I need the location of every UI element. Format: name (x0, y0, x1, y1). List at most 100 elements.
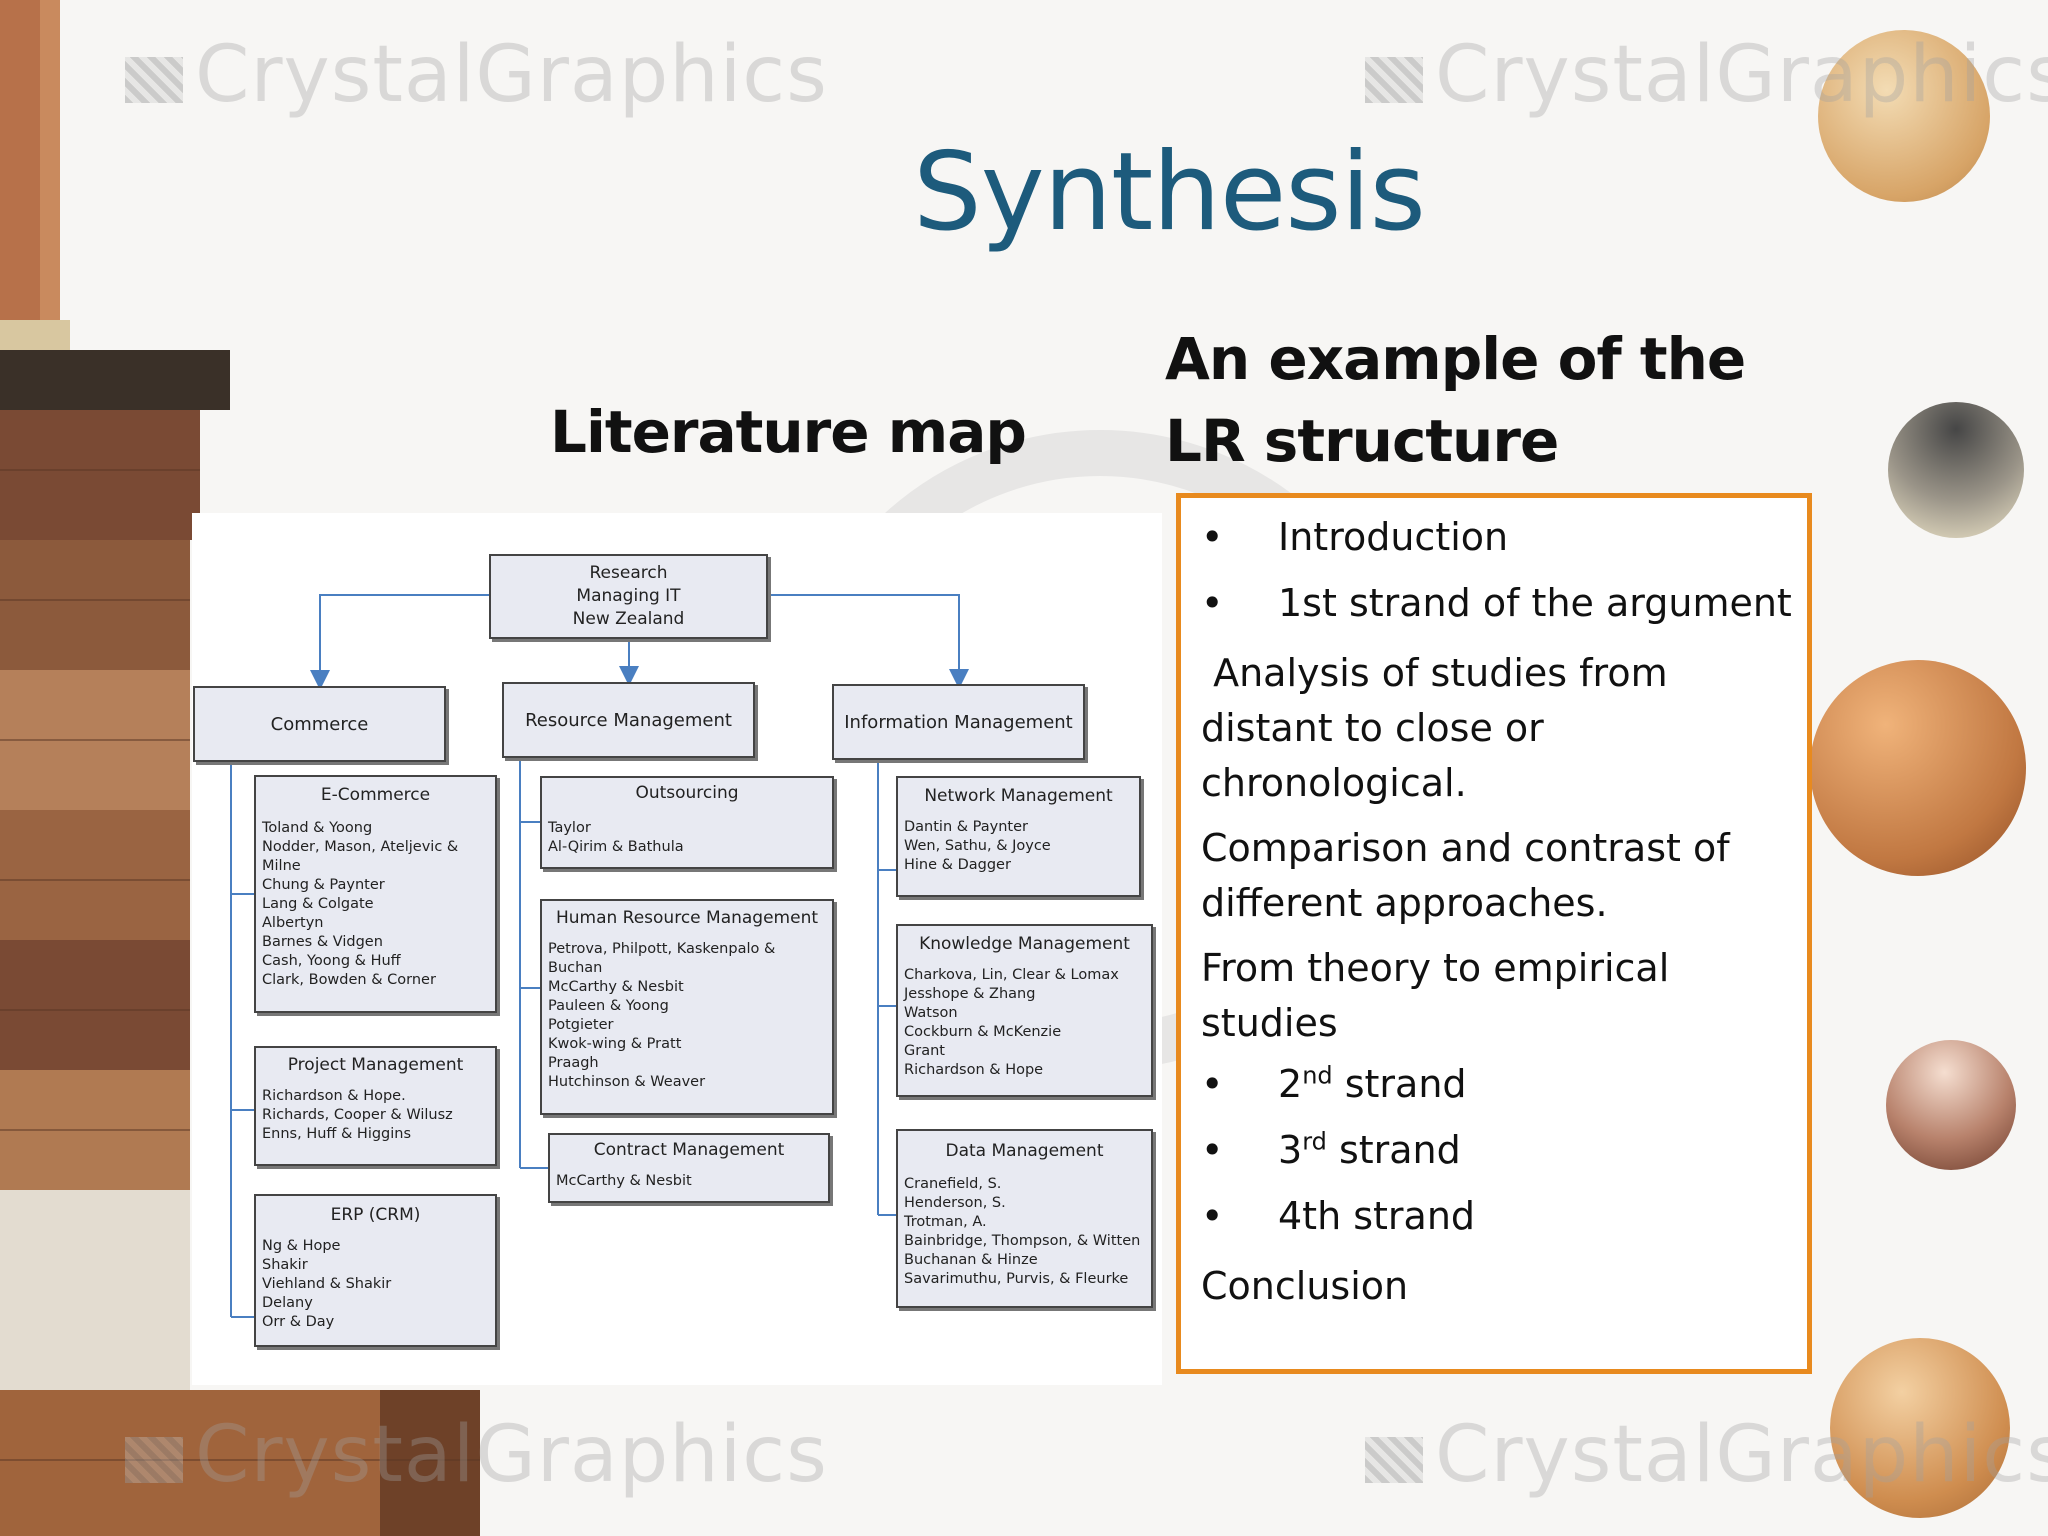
list-item: Ng & Hope (262, 1238, 341, 1254)
lr-structure-heading: An example of the LR structure (1165, 325, 1746, 475)
lr-item-label: 3rd strand (1278, 1127, 1461, 1173)
ecommerce-title: E-Commerce (320, 785, 431, 805)
data-management-title: Data Management (945, 1141, 1104, 1161)
bullet-icon: • (1201, 1194, 1224, 1238)
ordinal-suffix: rd (1302, 1127, 1327, 1156)
lr-analysis-text: Analysis of studies from distant to clos… (1201, 651, 1680, 805)
literature-map-diagram: Research Managing IT New Zealand Commerc… (192, 513, 1162, 1385)
list-item: Bainbridge, Thompson, & Witten (904, 1233, 1141, 1249)
list-item: Enns, Huff & Higgins (262, 1126, 412, 1142)
root-line-3: New Zealand (572, 609, 685, 629)
bullet-icon: • (1201, 1128, 1224, 1172)
lr-item-strand-2: • 2nd strand (1201, 1061, 1793, 1107)
watermark-top-right: CrystalGraphics (1365, 30, 2048, 120)
connector-lines (230, 594, 969, 1318)
hrm-node: Human Resource Management Petrova, Philp… (540, 899, 834, 1115)
list-item: Al-Qirim & Bathula (548, 839, 684, 855)
resource-management-label: Resource Management (525, 709, 732, 731)
erp-crm-title: ERP (CRM) (330, 1205, 421, 1225)
slide-title: Synthesis (913, 130, 1426, 255)
decorative-circle-2 (1888, 402, 2024, 538)
information-management-label: Information Management (844, 711, 1073, 733)
erp-crm-authors: Ng & Hope Shakir Viehland & Shakir Delan… (256, 1237, 495, 1332)
root-node: Research Managing IT New Zealand (489, 554, 768, 639)
decorative-circle-4 (1886, 1040, 2016, 1170)
data-management-authors: Cranefield, S. Henderson, S. Trotman, A.… (898, 1175, 1151, 1289)
watermark-bottom-left: CrystalGraphics (125, 1410, 828, 1500)
knowledge-management-authors: Charkova, Lin, Clear & Lomax Jesshope & … (898, 966, 1151, 1080)
list-item: Watson (904, 1005, 958, 1021)
root-line-2: Managing IT (576, 586, 681, 606)
list-item: Buchan (548, 960, 603, 976)
decorative-circle-1 (1818, 30, 1990, 202)
list-item: Kwok-wing & Pratt (548, 1036, 682, 1052)
list-item: Lang & Colgate (262, 896, 374, 912)
list-item: Nodder, Mason, Ateljevic & (262, 839, 459, 855)
list-item: Albertyn (262, 915, 324, 931)
project-management-title: Project Management (287, 1055, 464, 1075)
book-stack-image (0, 0, 480, 1536)
bullet-icon: • (1201, 1062, 1224, 1106)
list-item: Grant (904, 1043, 945, 1059)
list-item: Hutchinson & Weaver (548, 1074, 706, 1090)
ecommerce-authors: Toland & Yoong Nodder, Mason, Ateljevic … (256, 819, 495, 990)
list-item: Savarimuthu, Purvis, & Fleurke (904, 1271, 1129, 1287)
watermark-top-left: CrystalGraphics (125, 30, 828, 120)
list-item: McCarthy & Nesbit (548, 979, 684, 995)
list-item: Dantin & Paynter (904, 819, 1028, 835)
ordinal-number: 2 (1278, 1062, 1303, 1106)
ordinal-number: 3 (1278, 1128, 1303, 1172)
ecommerce-node: E-Commerce Toland & Yoong Nodder, Mason,… (254, 775, 497, 1013)
outsourcing-authors: Taylor Al-Qirim & Bathula (542, 819, 832, 857)
outsourcing-title: Outsourcing (635, 783, 739, 803)
lr-item-strand-3: • 3rd strand (1201, 1127, 1793, 1173)
project-management-node: Project Management Richardson & Hope. Ri… (254, 1046, 497, 1166)
list-item: McCarthy & Nesbit (556, 1173, 692, 1189)
list-item: Richardson & Hope. (262, 1088, 406, 1104)
information-management-node: Information Management (832, 684, 1085, 760)
root-line-1: Research (589, 563, 668, 583)
list-item: Hine & Dagger (904, 857, 1011, 873)
lr-item-strand-1: • 1st strand of the argument (1201, 580, 1793, 626)
lr-conclusion-text: Conclusion (1201, 1264, 1409, 1308)
network-management-node: Network Management Dantin & Paynter Wen,… (896, 776, 1141, 897)
list-item: Trotman, A. (904, 1214, 987, 1230)
list-item: Milne (262, 858, 301, 874)
list-item: Jesshope & Zhang (904, 986, 1036, 1002)
lr-item-label: 4th strand (1278, 1194, 1476, 1238)
list-item: Shakir (262, 1257, 308, 1273)
lr-item-introduction: • Introduction (1201, 514, 1793, 560)
list-item: Potgieter (548, 1017, 614, 1033)
resource-management-node: Resource Management (502, 682, 755, 758)
list-item: Barnes & Vidgen (262, 934, 383, 950)
list-item: Pauleen & Yoong (548, 998, 669, 1014)
project-management-authors: Richardson & Hope. Richards, Cooper & Wi… (256, 1087, 495, 1144)
list-item: Charkova, Lin, Clear & Lomax (904, 967, 1119, 983)
decorative-circle-5 (1830, 1338, 2010, 1518)
list-item: Clark, Bowden & Corner (262, 972, 436, 988)
watermark-bottom-right: CrystalGraphics (1365, 1410, 2048, 1500)
strand-text: strand (1332, 1062, 1467, 1106)
network-management-authors: Dantin & Paynter Wen, Sathu, & Joyce Hin… (898, 818, 1139, 875)
network-management-title: Network Management (924, 786, 1113, 806)
bullet-icon: • (1201, 581, 1224, 625)
decorative-circle-3 (1810, 660, 2026, 876)
erp-crm-node: ERP (CRM) Ng & Hope Shakir Viehland & Sh… (254, 1194, 497, 1347)
list-item: Toland & Yoong (262, 820, 373, 836)
outsourcing-node: Outsourcing Taylor Al-Qirim & Bathula (540, 776, 834, 869)
commerce-node: Commerce (193, 686, 446, 762)
list-item: Taylor (548, 820, 591, 836)
list-item: Praagh (548, 1055, 599, 1071)
knowledge-management-node: Knowledge Management Charkova, Lin, Clea… (896, 924, 1153, 1097)
ordinal-suffix: nd (1302, 1061, 1333, 1090)
list-item: Richardson & Hope (904, 1062, 1044, 1078)
contract-management-authors: McCarthy & Nesbit (550, 1172, 828, 1191)
lr-item-label: 2nd strand (1278, 1061, 1467, 1107)
lr-item-strand-4: • 4th strand (1201, 1193, 1793, 1239)
data-management-node: Data Management Cranefield, S. Henderson… (896, 1129, 1153, 1308)
list-item: Orr & Day (262, 1314, 335, 1330)
contract-management-node: Contract Management McCarthy & Nesbit (548, 1133, 830, 1203)
commerce-label: Commerce (270, 713, 369, 735)
hrm-authors: Petrova, Philpott, Kaskenpalo & Buchan M… (542, 940, 832, 1092)
list-item: Viehland & Shakir (262, 1276, 392, 1292)
